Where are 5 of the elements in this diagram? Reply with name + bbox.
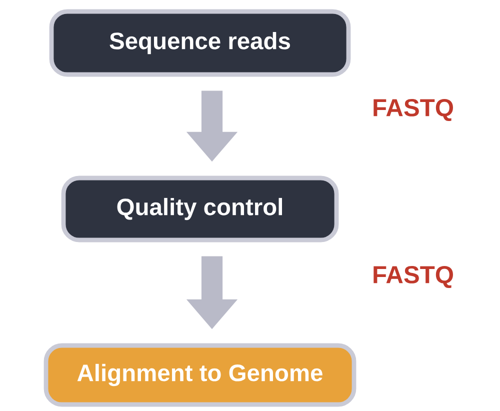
format-label: FASTQ (374, 98, 453, 122)
format-label: FASTQ (374, 266, 453, 288)
process-box: Alignment to Genome (44, 343, 356, 407)
process-box: Quality control (61, 176, 339, 242)
process-box: Sequence reads (49, 9, 351, 77)
